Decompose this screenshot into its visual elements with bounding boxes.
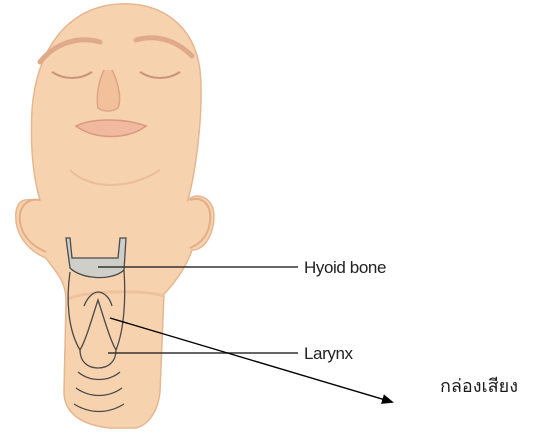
- hyoid-bone-label: Hyoid bone: [304, 258, 386, 277]
- head-illustration: [16, 4, 214, 428]
- head-outline: [16, 4, 214, 428]
- larynx-label: Larynx: [304, 344, 354, 363]
- thai-larynx-label: กล่องเสียง: [440, 376, 518, 397]
